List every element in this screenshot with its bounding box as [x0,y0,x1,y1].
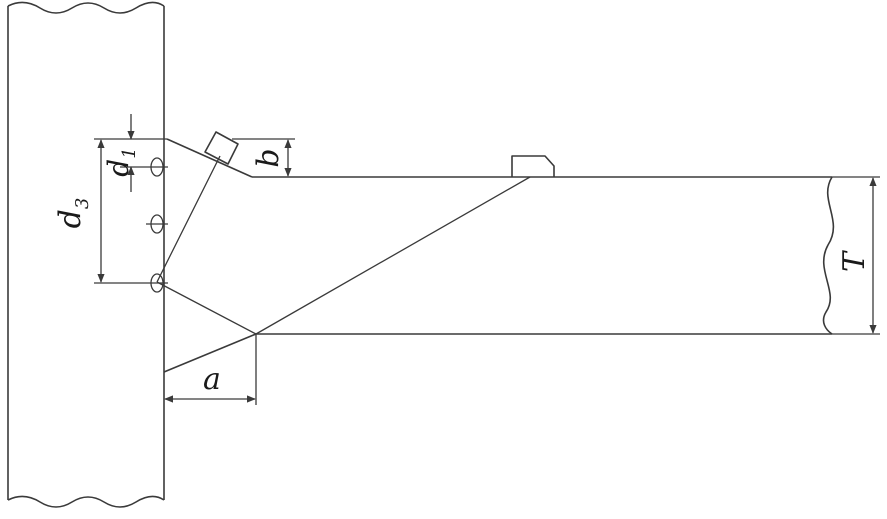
reference-hole-2 [146,214,168,234]
dimension-b [232,138,295,177]
dimension-a [164,334,257,405]
beam-path [156,176,531,335]
dimension-d3 [94,138,146,284]
dimension-d1 [120,114,167,192]
label-d3: d3 [53,198,93,229]
probe-top [511,155,555,177]
reference-hole-3 [146,273,168,293]
dimension-T [832,176,880,335]
weld-groove [163,138,257,373]
label-b: b [251,148,286,167]
label-d1: d1 [102,147,140,176]
reference-hole-1 [146,157,168,177]
vertical-plate [7,1,165,508]
label-a: a [203,362,221,397]
probe-left [156,131,239,283]
horizontal-plate [252,176,835,335]
label-T: T [837,250,872,272]
